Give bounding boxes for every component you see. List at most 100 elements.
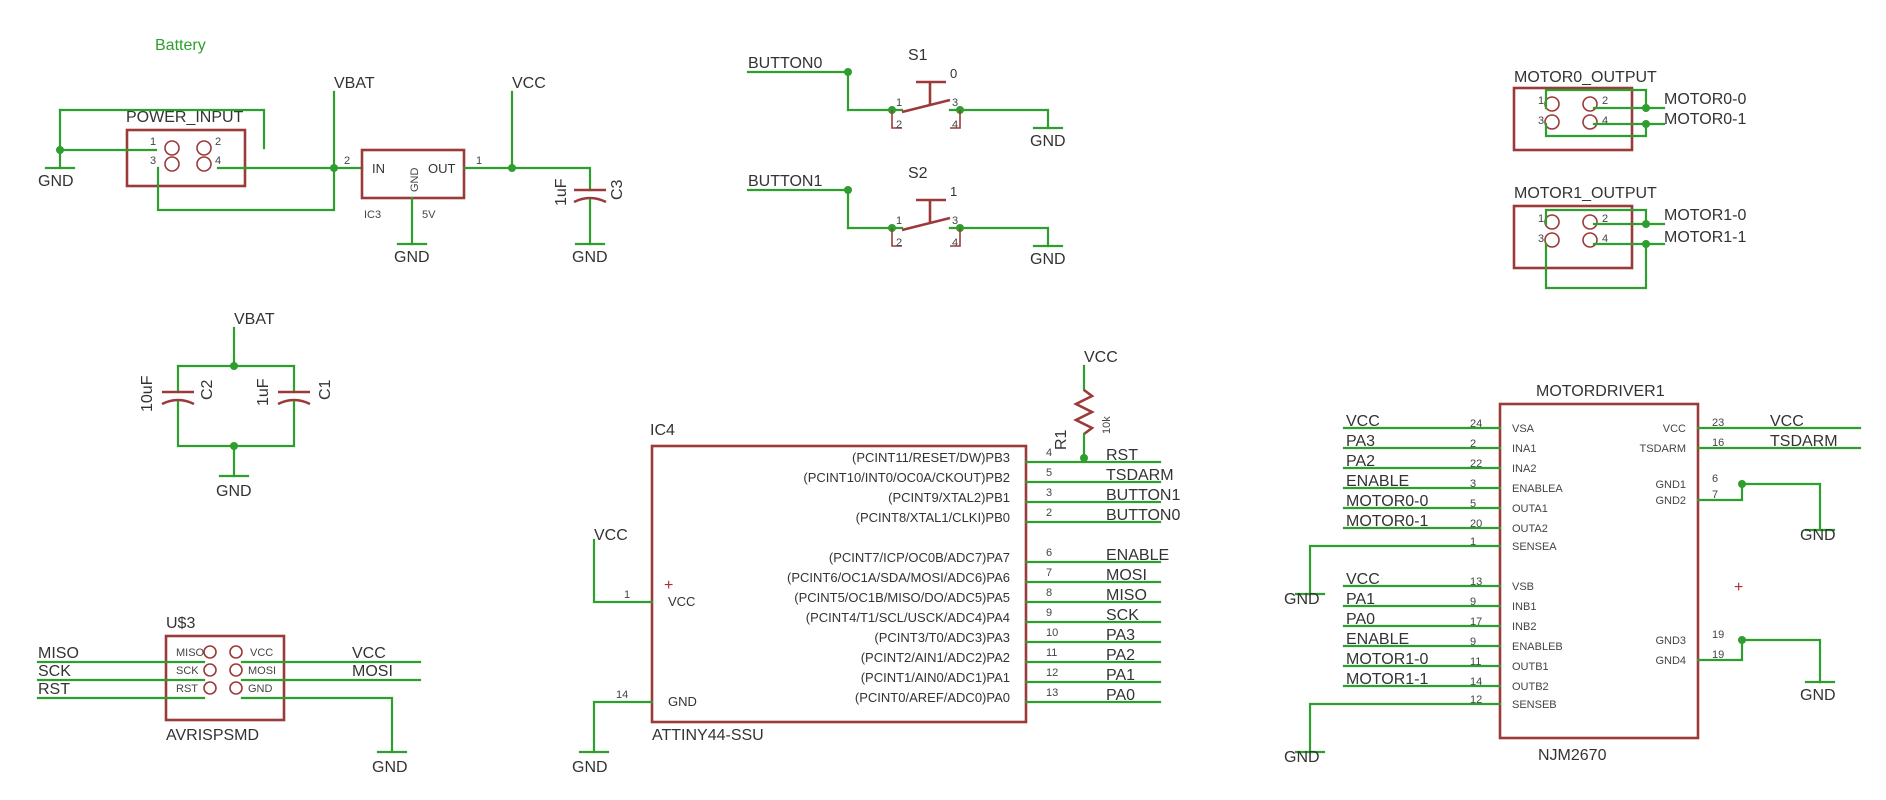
pin-number: 3 (1470, 478, 1476, 490)
pin-number: 9 (1470, 596, 1476, 608)
motor1-1-net: MOTOR1-1 (1664, 229, 1746, 246)
junction (330, 164, 338, 172)
pin-number: 10 (1046, 627, 1058, 639)
md-pin-label: GND3 (1655, 635, 1686, 647)
power-input-connector (125, 128, 247, 188)
button0-net-label: BUTTON0 (748, 55, 822, 72)
isp-header: U$3 MISO SCK RST VCC MOSI GND AVRISPSMD … (36, 615, 422, 776)
pin-number: 9 (1470, 636, 1476, 648)
md-pin-label: INB2 (1512, 621, 1536, 633)
wire (240, 660, 422, 682)
ic4-pin-label: (PCINT9/XTAL2)PB1 (888, 490, 1010, 505)
capacitor-c2-plate (161, 398, 195, 406)
junction (1738, 636, 1746, 644)
pin-number: 2 (344, 155, 350, 167)
gnd-label: GND (1030, 133, 1066, 150)
pin-number: 2 (896, 237, 902, 249)
ic4-net-label: BUTTON0 (1106, 507, 1180, 524)
isp-connector (164, 634, 286, 722)
ic4-vcc-pin-label: VCC (668, 594, 695, 609)
pin-number: 4 (952, 119, 958, 131)
md-net-label: PA3 (1346, 433, 1375, 450)
pin-number: 1 (150, 136, 156, 148)
wire (1544, 208, 1648, 226)
switch-s2-actuator (916, 198, 946, 222)
pin-number: 2 (1046, 507, 1052, 519)
r1-value: 10k (1101, 416, 1113, 434)
ic4-net-label: SCK (1106, 607, 1139, 624)
md-net-label: VCC (1770, 413, 1804, 430)
gnd-label: GND (38, 173, 74, 190)
wire (240, 696, 394, 754)
pin-number: 7 (1046, 567, 1052, 579)
wire (948, 226, 1050, 248)
ic4-net-label: RST (1106, 447, 1138, 464)
pin-number: 14 (616, 689, 628, 701)
motor-driver: MOTORDRIVER1 NJM2670 + VSA24VCCINA12PA3I… (1284, 383, 1862, 766)
pin-number: 4 (1046, 447, 1052, 459)
ic4-pin-label: (PCINT6/OC1A/SDA/MOSI/ADC6)PA6 (787, 570, 1010, 585)
pin-number: 1 (1470, 536, 1476, 548)
md-pin-label: SENSEA (1512, 541, 1557, 553)
md-pin-label: VCC (1663, 423, 1686, 435)
junction (1080, 454, 1088, 462)
ic4-pin-label: (PCINT5/OC1B/MISO/DO/ADC5)PA5 (794, 590, 1010, 605)
vcc-label: VCC (512, 75, 546, 92)
isp-pin-vcc: VCC (250, 647, 273, 659)
vbat-label: VBAT (234, 311, 275, 328)
c2-value: 10uF (139, 375, 156, 412)
isp-net-sck: SCK (38, 663, 71, 680)
gnd-label: GND (1284, 749, 1320, 766)
pin-circle (164, 140, 180, 156)
ic4-part-label: ATTINY44-SSU (652, 727, 764, 744)
pin-number: 13 (1046, 687, 1058, 699)
wire (1592, 222, 1666, 246)
md-pin-label: SENSEB (1512, 699, 1557, 711)
pin-circle (229, 663, 243, 677)
vcc-label: VCC (594, 527, 628, 544)
md-net-label: MOTOR0-0 (1346, 493, 1428, 510)
ic4-pin-label: (PCINT10/INT0/OC0A/CKOUT)PB2 (803, 470, 1010, 485)
junction (1642, 240, 1650, 248)
md-pin-label: OUTA2 (1512, 523, 1548, 535)
pin-number: 4 (952, 237, 958, 249)
md-left-pin-list: VSA24VCCINA12PA3INA222PA2ENABLEA3ENABLEO… (1342, 413, 1563, 711)
motor0-1-net: MOTOR0-1 (1664, 111, 1746, 128)
md-net-label: PA1 (1346, 591, 1375, 608)
pin-number: 8 (1046, 587, 1052, 599)
pin-number: 1 (1538, 95, 1544, 107)
pin-number: 1 (624, 589, 630, 601)
ic4-pin-label: (PCINT2/AIN1/ADC2)PA2 (861, 650, 1010, 665)
wire (592, 700, 654, 754)
pin-number: 4 (1602, 233, 1608, 245)
wire (1696, 638, 1744, 662)
switch-s2-legs (891, 228, 961, 247)
isp-net-miso: MISO (38, 645, 79, 662)
wire (1544, 88, 1648, 110)
wire (58, 108, 266, 150)
motor0-output-label: MOTOR0_OUTPUT (1514, 69, 1657, 86)
ic4-pin-label: (PCINT3/T0/ADC3)PA3 (874, 630, 1010, 645)
isp-pin-rst: RST (176, 683, 198, 695)
isp-pin-miso: MISO (176, 647, 205, 659)
md-net-label: PA0 (1346, 611, 1375, 628)
ic4-net-label: PA1 (1106, 667, 1135, 684)
junction (1642, 120, 1650, 128)
switch-s1-contact (901, 98, 951, 114)
md-net-label: TSDARM (1770, 433, 1838, 450)
pin-circle (229, 681, 243, 695)
md-net-label: MOTOR1-1 (1346, 671, 1428, 688)
md-pin-label: VSA (1512, 423, 1535, 435)
pin-number: 6 (1712, 473, 1718, 485)
s2-number: 1 (950, 184, 957, 199)
power-input-label: POWER_INPUT (126, 109, 244, 126)
pin-number: 1 (896, 215, 902, 227)
pin-number: 2 (215, 136, 221, 148)
capacitor-c3-plate (573, 196, 607, 204)
gnd-label: GND (1030, 251, 1066, 268)
power-section: Battery POWER_INPUT 1 3 2 4 GND VBAT 2 I… (38, 37, 626, 266)
ic4-net-label: PA2 (1106, 647, 1135, 664)
wire (1740, 482, 1822, 532)
reg-in-label: IN (372, 161, 385, 176)
